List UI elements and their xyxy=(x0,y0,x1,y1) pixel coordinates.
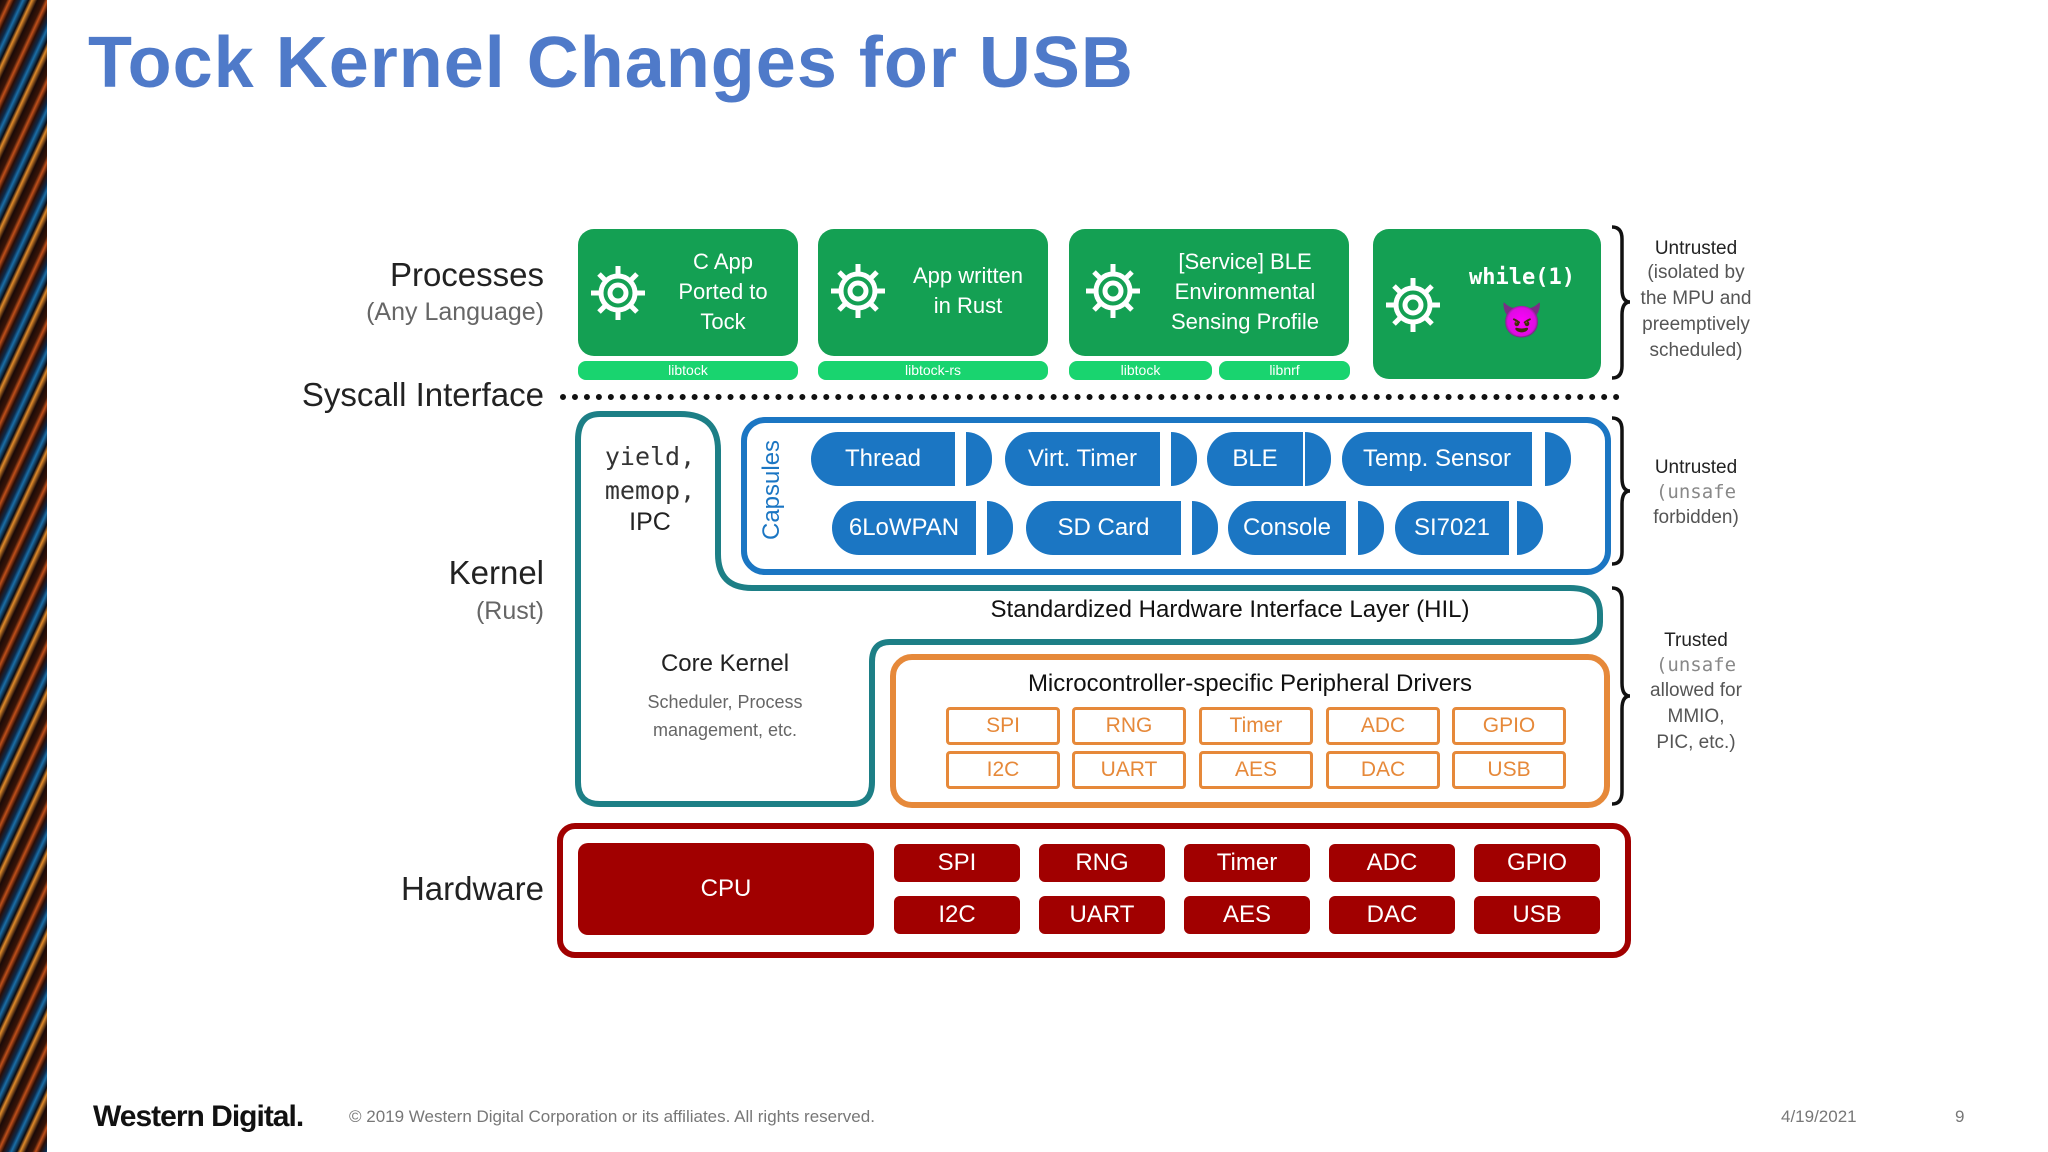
syscall-memop: memop, xyxy=(604,476,696,505)
gear-icon xyxy=(1086,264,1140,318)
note-line: forbidden) xyxy=(1653,507,1739,528)
note-title: Trusted xyxy=(1664,630,1728,651)
hw-usb: USB xyxy=(1474,896,1600,934)
processes-sublabel: (Any Language) xyxy=(366,298,544,326)
syscall-ipc: IPC xyxy=(629,508,671,536)
process-line: Tock xyxy=(700,309,746,334)
process-line: App written xyxy=(912,263,1024,288)
driver-adc: ADC xyxy=(1326,707,1440,745)
note-line: allowed for xyxy=(1650,680,1742,701)
note-code: (unsafe xyxy=(1655,654,1737,676)
untrusted-processes-note: Untrusted (isolated by the MPU and preem… xyxy=(1630,238,1762,364)
western-digital-logo: Western Digital. xyxy=(93,1100,304,1133)
capsule-thread: Thread xyxy=(811,432,955,486)
syscall-interface-label: Syscall Interface xyxy=(301,376,544,413)
capsule-ble: BLE xyxy=(1207,432,1303,486)
peripheral-drivers-title: Microcontroller-specific Peripheral Driv… xyxy=(1027,670,1473,697)
driver-rng: RNG xyxy=(1072,707,1186,745)
lib-libtock: libtock xyxy=(578,361,798,380)
process-line: C App xyxy=(693,249,753,274)
note-title: Untrusted xyxy=(1654,457,1738,478)
driver-timer: Timer xyxy=(1199,707,1313,745)
untrusted-processes-brace xyxy=(1611,225,1631,380)
capsules-label: Capsules xyxy=(758,439,785,540)
hw-aes: AES xyxy=(1184,896,1310,934)
syscall-yield: yield, xyxy=(604,442,696,471)
note-title: Untrusted xyxy=(1654,238,1738,259)
kernel-syscalls: yield, memop, xyxy=(596,440,704,508)
process-ble-service: [Service] BLE Environmental Sensing Prof… xyxy=(1069,229,1349,356)
process-line: Environmental xyxy=(1174,279,1316,304)
trusted-note: Trusted (unsafe allowed for MMIO, PIC, e… xyxy=(1630,630,1762,756)
processes-label: Processes xyxy=(389,256,544,293)
slide-title: Tock Kernel Changes for USB xyxy=(88,23,1134,103)
driver-gpio: GPIO xyxy=(1452,707,1566,745)
capsule-sd-card: SD Card xyxy=(1026,501,1181,555)
capsules-box xyxy=(741,417,1611,575)
driver-aes: AES xyxy=(1199,751,1313,789)
page-number: 9 xyxy=(1955,1107,1965,1126)
driver-dac: DAC xyxy=(1326,751,1440,789)
hw-i2c: I2C xyxy=(894,896,1020,934)
peripheral-drivers-box xyxy=(890,654,1610,808)
capsule-6lowpan: 6LoWPAN xyxy=(832,501,976,555)
while-loop-code: while(1) xyxy=(1469,265,1575,290)
process-line: Ported to xyxy=(678,279,768,304)
driver-spi: SPI xyxy=(946,707,1060,745)
hw-cpu: CPU xyxy=(578,843,874,935)
kernel-outline xyxy=(575,411,1603,807)
note-line: MMIO, xyxy=(1667,706,1725,727)
hil-label: Standardized Hardware Interface Layer (H… xyxy=(990,596,1470,623)
driver-usb: USB xyxy=(1452,751,1566,789)
driver-uart: UART xyxy=(1072,751,1186,789)
gear-icon xyxy=(591,266,645,320)
note-line: the MPU and xyxy=(1640,288,1752,309)
lib-libnrf: libnrf xyxy=(1219,361,1350,380)
process-c-app: C App Ported to Tock xyxy=(578,229,798,356)
capsule-virt-timer: Virt. Timer xyxy=(1005,432,1160,486)
hw-dac: DAC xyxy=(1329,896,1455,934)
kernel-sublabel: (Rust) xyxy=(475,597,544,625)
syscall-interface-line xyxy=(560,394,1620,400)
hw-adc: ADC xyxy=(1329,844,1455,882)
footer-copyright: © 2019 Western Digital Corporation or it… xyxy=(349,1107,875,1126)
capsule-temp-sensor: Temp. Sensor xyxy=(1342,432,1532,486)
hw-spi: SPI xyxy=(894,844,1020,882)
hw-rng: RNG xyxy=(1039,844,1165,882)
note-line: PIC, etc.) xyxy=(1656,732,1736,753)
process-line: [Service] BLE xyxy=(1178,249,1312,274)
core-kernel-desc: Scheduler, Process management, etc. xyxy=(600,688,850,744)
process-rust-app: App written in Rust xyxy=(818,229,1048,356)
footer-date: 4/19/2021 xyxy=(1781,1107,1857,1126)
process-malicious-loop: while(1) 😈 xyxy=(1373,229,1601,379)
decorative-side-strip xyxy=(0,0,47,1152)
untrusted-capsules-note: Untrusted (unsafe forbidden) xyxy=(1630,457,1762,531)
note-line: (isolated by xyxy=(1647,262,1745,283)
gear-icon xyxy=(831,264,885,318)
untrusted-capsules-brace xyxy=(1611,416,1631,566)
process-line: Sensing Profile xyxy=(1171,309,1319,334)
core-kernel-line: Scheduler, Process xyxy=(647,692,803,712)
lib-libtock-ble: libtock xyxy=(1069,361,1212,380)
kernel-label: Kernel xyxy=(448,554,544,591)
capsule-si7021: SI7021 xyxy=(1395,501,1509,555)
devil-emoji-icon: 😈 xyxy=(1500,302,1544,340)
core-kernel-line: management, etc. xyxy=(652,720,798,740)
process-line: in Rust xyxy=(933,293,1003,318)
core-kernel-title: Core Kernel xyxy=(660,650,790,677)
hardware-label: Hardware xyxy=(400,870,544,907)
capsule-console: Console xyxy=(1228,501,1346,555)
note-code: (unsafe xyxy=(1655,481,1737,503)
note-line: preemptively xyxy=(1642,314,1750,335)
trusted-brace xyxy=(1611,586,1631,806)
hw-uart: UART xyxy=(1039,896,1165,934)
gear-icon xyxy=(1386,278,1440,332)
hw-gpio: GPIO xyxy=(1474,844,1600,882)
hardware-box xyxy=(557,823,1631,958)
lib-libtock-rs: libtock-rs xyxy=(818,361,1048,380)
note-line: scheduled) xyxy=(1649,340,1743,361)
hw-timer: Timer xyxy=(1184,844,1310,882)
driver-i2c: I2C xyxy=(946,751,1060,789)
